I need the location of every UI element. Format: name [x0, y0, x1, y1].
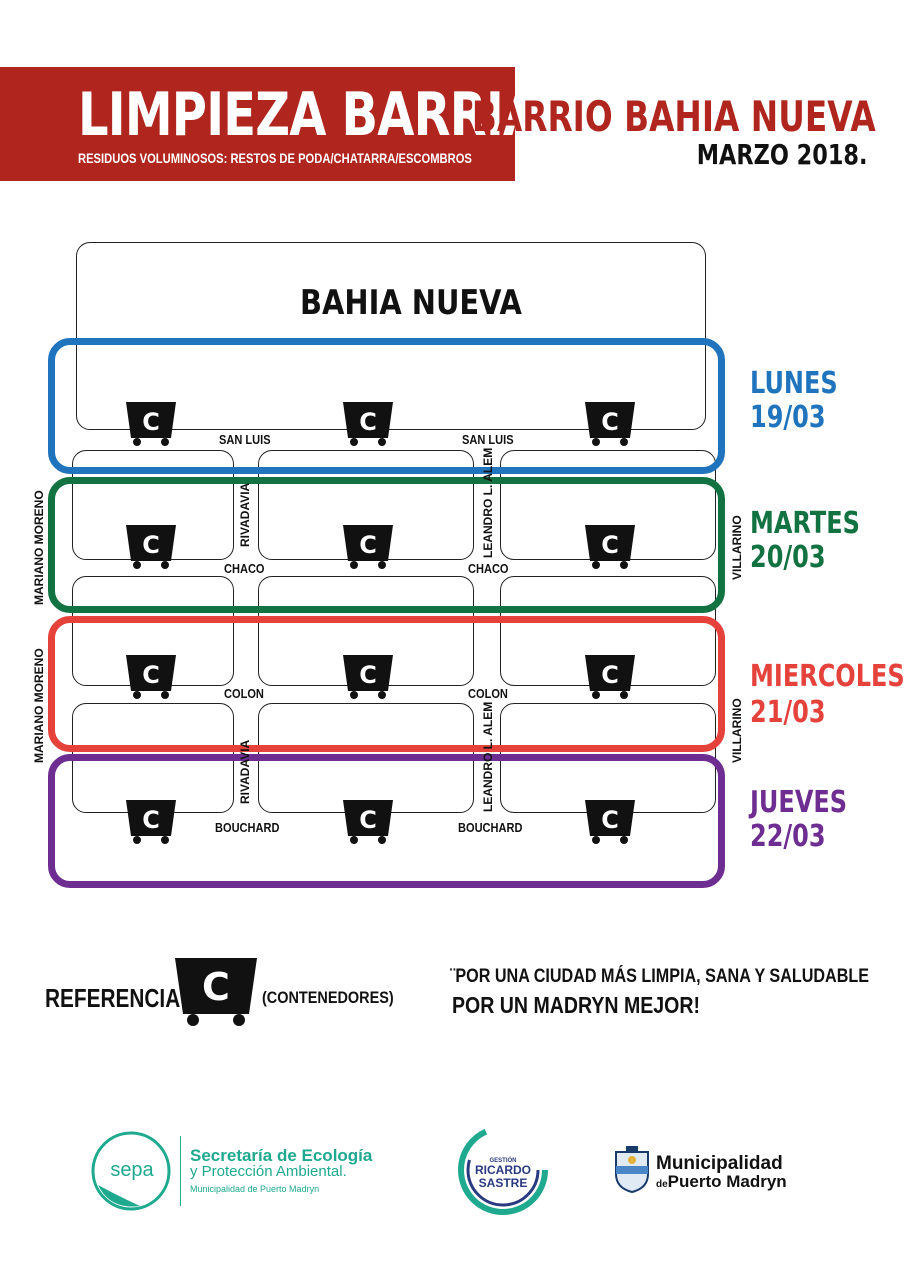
- header-band: [0, 67, 515, 181]
- street-mariano-moreno-2: MARIANO MORENO: [32, 648, 46, 763]
- container-letter: C: [601, 408, 619, 436]
- sepa-line-3: Municipalidad de Puerto Madryn: [190, 1184, 320, 1194]
- schedule-day-miercoles: MIERCOLES: [750, 659, 904, 694]
- street-chaco-1: CHACO: [224, 561, 265, 576]
- gestion-small-label: GESTIÓN: [489, 1158, 517, 1164]
- container-icon-miercoles-1: C: [126, 655, 176, 699]
- container-letter: C: [601, 531, 619, 559]
- container-icon-miercoles-2: C: [343, 655, 393, 699]
- gestion-name-2: SASTRE: [478, 1176, 528, 1190]
- schedule-day-jueves: JUEVES: [750, 785, 848, 820]
- muni-line-1: Municipalidad: [656, 1153, 783, 1174]
- container-icon-miercoles-3: C: [585, 655, 635, 699]
- zone-miercoles: [48, 616, 725, 752]
- reference-note: (CONTENEDORES): [262, 988, 394, 1007]
- area-label: BAHIA NUEVA: [300, 283, 522, 323]
- block-bahia-nueva: [76, 242, 706, 430]
- schedule-day-lunes: LUNES: [750, 366, 838, 401]
- schedule-date-jueves: 22/03: [750, 819, 826, 854]
- container-icon-lunes-2: C: [343, 402, 393, 446]
- container-letter: C: [359, 806, 377, 834]
- page-subtitle: RESIDUOS VOLUMINOSOS: RESTOS DE PODA/CHA…: [78, 150, 472, 166]
- gestion-logo-ring: [458, 1125, 548, 1215]
- reference-container-letter: C: [202, 965, 230, 1009]
- zone-lunes: [48, 338, 725, 474]
- container-letter: C: [601, 806, 619, 834]
- muni-de: de: [656, 1179, 668, 1190]
- container-letter: C: [142, 408, 160, 436]
- street-leandro-alem-2: LEANDRO L. ALEM: [481, 701, 495, 812]
- container-icon-martes-3: C: [585, 525, 635, 569]
- street-rivadavia-1: RIVADAVIA: [238, 482, 252, 547]
- container-letter: C: [142, 531, 160, 559]
- container-letter: C: [601, 661, 619, 689]
- street-san-luis-2: SAN LUIS: [462, 432, 514, 447]
- muni-line-2: dePuerto Madryn: [656, 1172, 787, 1192]
- schedule-date-lunes: 19/03: [750, 400, 826, 435]
- sepa-logo-icon: sepa: [91, 1131, 171, 1211]
- container-icon-lunes-1: C: [126, 402, 176, 446]
- container-letter: C: [359, 408, 377, 436]
- sepa-line-2: y Protección Ambiental.: [190, 1163, 347, 1180]
- barrio-date: MARZO 2018.: [697, 138, 868, 171]
- muni-shield-icon: [615, 1146, 649, 1194]
- street-mariano-moreno-1: MARIANO MORENO: [32, 490, 46, 605]
- container-letter: C: [359, 661, 377, 689]
- sepa-divider: [180, 1136, 181, 1206]
- page-title: LIMPIEZA BARRIAL: [78, 80, 570, 150]
- schedule-day-martes: MARTES: [750, 506, 860, 541]
- container-icon-jueves-1: C: [126, 800, 176, 844]
- sepa-badge-text: sepa: [110, 1159, 154, 1181]
- street-villarino-2: VILLARINO: [730, 698, 744, 763]
- container-letter: C: [142, 806, 160, 834]
- container-icon-jueves-3: C: [585, 800, 635, 844]
- schedule-date-miercoles: 21/03: [750, 695, 826, 730]
- reference-label: REFERENCIA:: [45, 983, 188, 1013]
- barrio-title: BARRIO BAHIA NUEVA: [472, 92, 876, 141]
- gestion-name-1: RICARDO: [475, 1163, 531, 1177]
- schedule-date-martes: 20/03: [750, 540, 826, 575]
- container-letter: C: [142, 661, 160, 689]
- slogan-line-2: POR UN MADRYN MEJOR!: [452, 992, 701, 1018]
- street-chaco-2: CHACO: [468, 561, 509, 576]
- street-bouchard-1: BOUCHARD: [215, 820, 280, 835]
- muni-place: Puerto Madryn: [667, 1172, 787, 1191]
- reference-container-icon: C: [175, 958, 257, 1026]
- street-bouchard-2: BOUCHARD: [458, 820, 523, 835]
- slogan-line-1: ¨POR UNA CIUDAD MÁS LIMPIA, SANA Y SALUD…: [450, 966, 870, 987]
- container-icon-martes-2: C: [343, 525, 393, 569]
- sepa-line-1: Secretaría de Ecología: [190, 1146, 373, 1165]
- zone-martes: [48, 477, 725, 613]
- container-letter: C: [359, 531, 377, 559]
- container-icon-jueves-2: C: [343, 800, 393, 844]
- street-colon-1: COLON: [224, 686, 264, 701]
- street-leandro-alem-1: LEANDRO L. ALEM: [481, 447, 495, 558]
- street-rivadavia-2: RIVADAVIA: [238, 739, 252, 804]
- street-villarino-1: VILLARINO: [730, 515, 744, 580]
- street-colon-2: COLON: [468, 686, 508, 701]
- container-icon-lunes-3: C: [585, 402, 635, 446]
- street-san-luis-1: SAN LUIS: [219, 432, 271, 447]
- zone-jueves: [48, 754, 725, 888]
- container-icon-martes-1: C: [126, 525, 176, 569]
